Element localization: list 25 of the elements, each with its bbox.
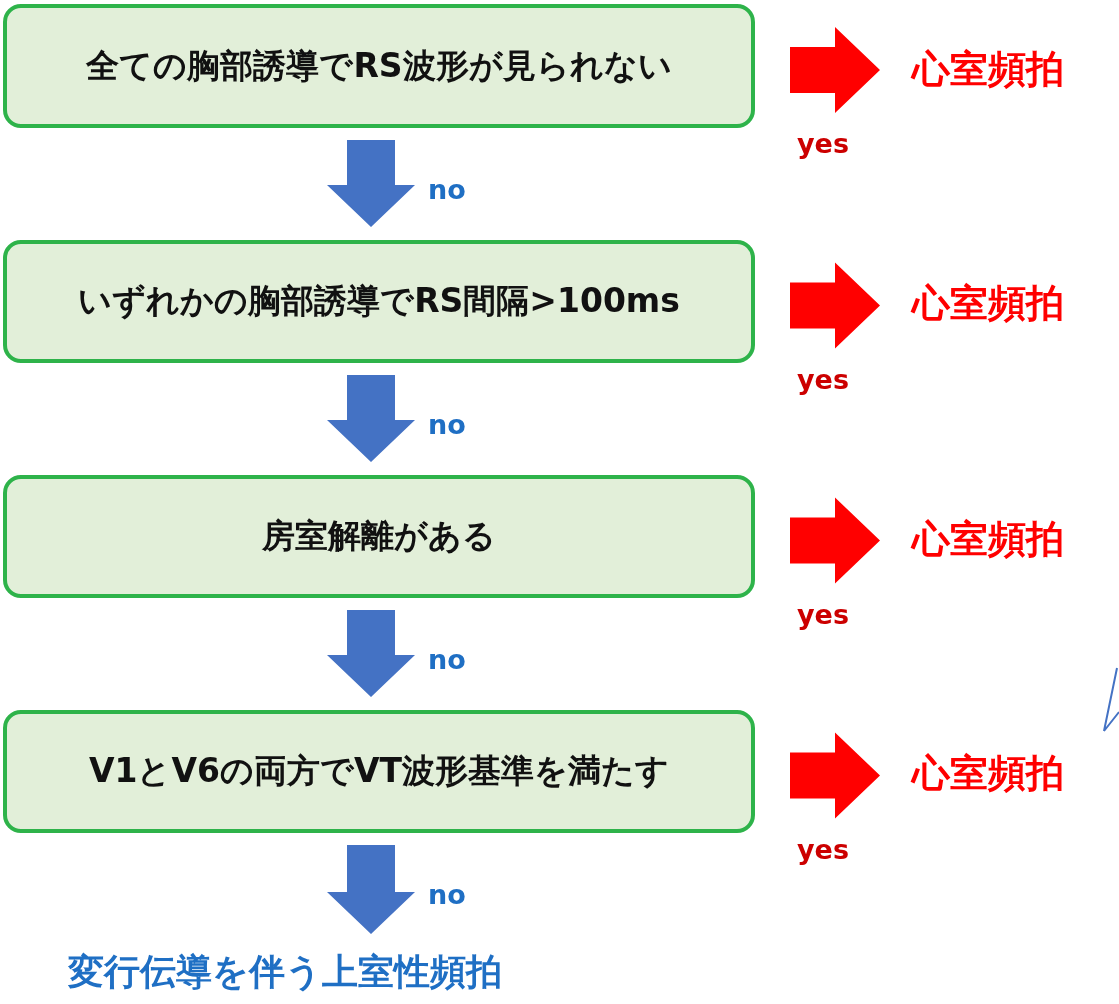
- edge-label: yes: [797, 600, 849, 628]
- edge-label: no: [428, 646, 466, 673]
- block-arrow: [790, 262, 880, 349]
- block-arrow: [327, 375, 415, 462]
- edge-label: no: [428, 411, 466, 438]
- outcome-text: 変行伝導を伴う上室性頻拍: [68, 948, 628, 998]
- condition-box: 全ての胸部誘導でRS波形が見られない: [3, 4, 755, 128]
- block-arrow: [790, 497, 880, 584]
- edge-label: yes: [797, 365, 849, 393]
- edge-label: no: [428, 176, 466, 203]
- edge-label: yes: [797, 130, 849, 157]
- block-arrow: [327, 845, 415, 934]
- result-text: 心室頻拍: [912, 744, 1119, 802]
- block-arrow: [327, 140, 415, 227]
- condition-box: いずれかの胸部誘導でRS間隔>100ms: [3, 240, 755, 363]
- result-text: 心室頻拍: [912, 274, 1119, 332]
- edge-label: no: [428, 881, 466, 908]
- block-arrow: [327, 610, 415, 697]
- result-text: 心室頻拍: [912, 510, 1119, 568]
- block-arrow: [790, 732, 880, 819]
- result-text: 心室頻拍: [912, 40, 1119, 98]
- edge-label: yes: [797, 835, 849, 863]
- block-arrow: [790, 27, 880, 113]
- condition-box: 房室解離がある: [3, 475, 755, 598]
- condition-box: V1とV6の両方でVT波形基準を満たす: [3, 710, 755, 833]
